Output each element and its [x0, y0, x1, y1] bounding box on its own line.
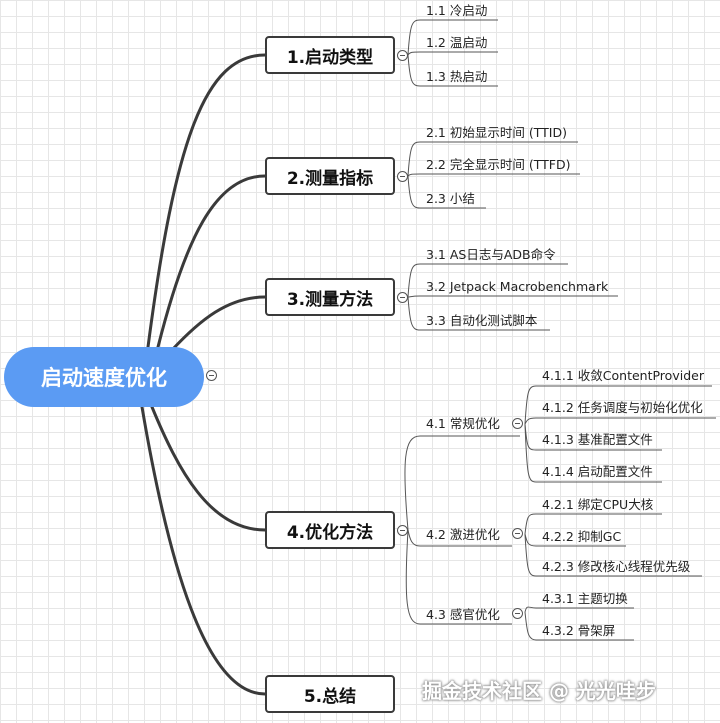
topic-4-1[interactable]: 4.1 常规优化 — [426, 416, 500, 431]
connector-group-1-item-4 — [524, 423, 662, 483]
collapse-toggle-branch-4[interactable] — [397, 525, 408, 536]
connector-branch-4-group-2 — [407, 529, 512, 547]
branch-startup-types[interactable]: 1.启动类型 — [265, 36, 395, 74]
connector-branch-1-item-2 — [407, 51, 498, 56]
topic-4-1-3[interactable]: 4.1.3 基准配置文件 — [542, 432, 653, 447]
topic-3-1[interactable]: 3.1 AS日志与ADB命令 — [426, 247, 556, 262]
branch-metrics[interactable]: 2.测量指标 — [265, 157, 395, 195]
connector-root-branch-5 — [140, 405, 267, 696]
topic-1-1[interactable]: 1.1 冷启动 — [426, 3, 488, 18]
topic-2-3[interactable]: 2.3 小结 — [426, 191, 475, 206]
connector-group-1-item-1 — [524, 385, 712, 425]
connector-group-1-item-2 — [524, 417, 716, 425]
connector-branch-4-group-3 — [405, 529, 512, 625]
topic-2-1[interactable]: 2.1 初始显示时间 (TTID) — [426, 125, 567, 140]
connector-group-3-item-1 — [524, 606, 634, 613]
topic-2-2[interactable]: 2.2 完全显示时间 (TTFD) — [426, 157, 571, 172]
topic-4-1-4[interactable]: 4.1.4 启动配置文件 — [542, 464, 653, 479]
connector-branch-4-group-1 — [404, 435, 520, 531]
connector-root-branch-2 — [156, 174, 267, 349]
connector-branch-3-item-1 — [407, 263, 568, 298]
connector-group-2-item-1 — [524, 513, 662, 535]
topic-4-1-2[interactable]: 4.1.2 任务调度与初始化优化 — [542, 400, 703, 415]
topic-4-1-1[interactable]: 4.1.1 收敛ContentProvider — [542, 368, 704, 383]
collapse-toggle-topic-4-2[interactable] — [512, 528, 523, 539]
collapse-toggle-topic-4-3[interactable] — [512, 608, 523, 619]
collapse-toggle-branch-3[interactable] — [397, 292, 408, 303]
branch-optimization-methods[interactable]: 4.优化方法 — [265, 511, 395, 549]
connector-branch-3-item-2 — [407, 295, 618, 298]
connector-root-branch-1 — [146, 53, 267, 349]
root-node[interactable]: 启动速度优化 — [4, 347, 204, 407]
collapse-toggle-branch-2[interactable] — [397, 171, 408, 182]
collapse-toggle-topic-4-1[interactable] — [512, 418, 523, 429]
collapse-toggle-branch-1[interactable] — [397, 50, 408, 61]
connector-branch-1-item-1 — [407, 19, 498, 56]
topic-3-2[interactable]: 3.2 Jetpack Macrobenchmark — [426, 279, 609, 294]
topic-4-2-2[interactable]: 4.2.2 抑制GC — [542, 529, 622, 544]
connector-group-3-item-2 — [524, 611, 634, 641]
topic-4-3[interactable]: 4.3 感官优化 — [426, 607, 500, 622]
connector-branch-2-item-1 — [407, 141, 578, 177]
topic-3-3[interactable]: 3.3 自动化测试脚本 — [426, 313, 538, 328]
topic-4-2-3[interactable]: 4.2.3 修改核心线程优先级 — [542, 559, 691, 574]
connector-root-branch-3 — [170, 295, 267, 352]
topic-4-2[interactable]: 4.2 激进优化 — [426, 527, 500, 542]
topic-4-2-1[interactable]: 4.2.1 绑定CPU大核 — [542, 497, 654, 512]
watermark-text: 掘金技术社区 @ 光光哇步 — [422, 679, 656, 703]
connector-branch-3-item-3 — [407, 296, 550, 331]
connector-branch-1-item-3 — [407, 54, 498, 87]
branch-measurement-methods[interactable]: 3.测量方法 — [265, 278, 395, 316]
collapse-toggle-root[interactable] — [206, 370, 217, 381]
topic-1-2[interactable]: 1.2 温启动 — [426, 35, 488, 50]
topic-4-3-1[interactable]: 4.3.1 主题切换 — [542, 591, 628, 606]
branch-summary[interactable]: 5.总结 — [265, 675, 395, 713]
connector-group-2-item-3 — [524, 533, 702, 577]
connector-root-branch-4 — [150, 405, 267, 532]
connector-branch-2-item-3 — [407, 175, 486, 209]
topic-4-3-2[interactable]: 4.3.2 骨架屏 — [542, 623, 616, 638]
connector-branch-2-item-2 — [407, 173, 580, 177]
topic-1-3[interactable]: 1.3 热启动 — [426, 69, 488, 84]
